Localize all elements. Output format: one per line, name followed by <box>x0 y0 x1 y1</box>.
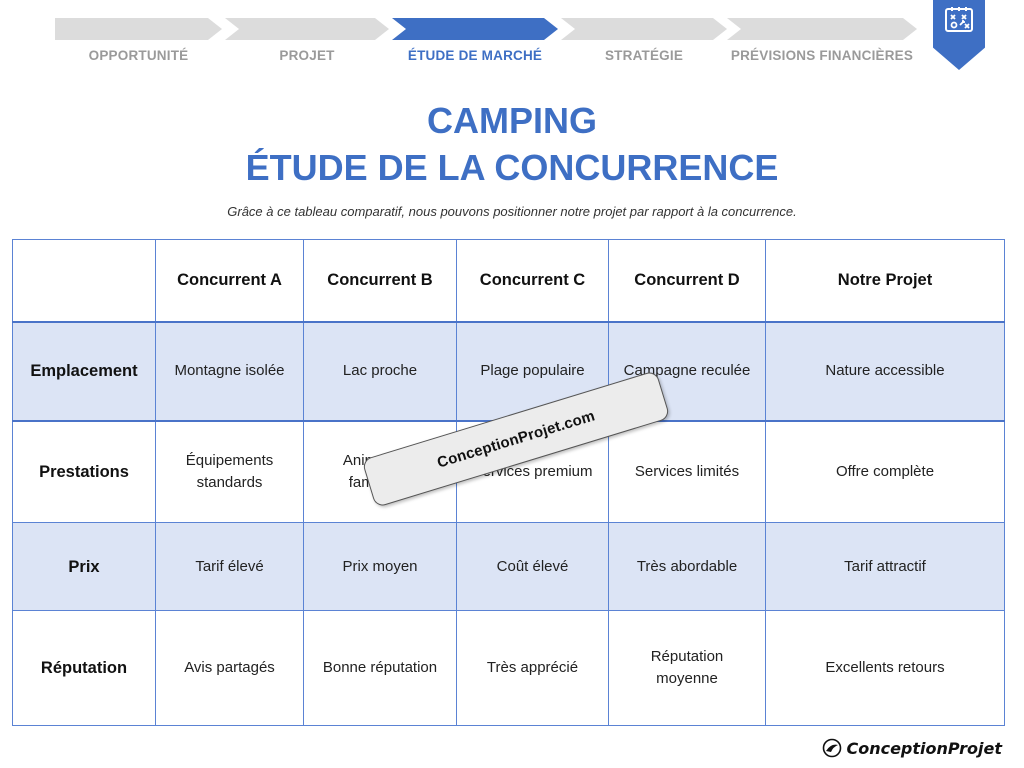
table-row: Prix Tarif élevé Prix moyen Coût élevé T… <box>12 522 1005 611</box>
table-cell: Réputation moyenne <box>608 610 766 726</box>
table-cell: Excellents retours <box>765 610 1005 726</box>
footer-logo-text: ConceptionProjet <box>846 738 1002 758</box>
header-cell-empty <box>12 239 156 322</box>
table-cell: Prix moyen <box>303 522 457 611</box>
table-cell: Très apprécié <box>456 610 609 726</box>
step-strategie[interactable]: STRATÉGIE <box>561 18 727 70</box>
table-cell: Lac proche <box>303 320 457 422</box>
section-ribbon <box>933 0 985 70</box>
page-title: CAMPING <box>427 100 597 141</box>
table-header-row: Concurrent A Concurrent B Concurrent C C… <box>12 239 1005 322</box>
table-row: Réputation Avis partagés Bonne réputatio… <box>12 610 1005 726</box>
step-projet[interactable]: PROJET <box>225 18 389 70</box>
step-previsions-financieres[interactable]: PRÉVISIONS FINANCIÈRES <box>727 18 917 70</box>
step-arrow <box>225 18 389 40</box>
step-arrow <box>727 18 917 40</box>
table-cell: Très abordable <box>608 522 766 611</box>
competition-table: Concurrent A Concurrent B Concurrent C C… <box>12 239 1005 726</box>
row-label: Emplacement <box>12 320 156 422</box>
table-cell: Avis partagés <box>155 610 304 726</box>
progress-steps: OPPORTUNITÉ PROJET ÉTUDE DE MARCHÉ STRAT… <box>55 18 925 70</box>
strategy-board-icon <box>945 7 973 32</box>
table-cell: Services limités <box>608 420 766 523</box>
page-subtitle-heading: ÉTUDE DE LA CONCURRENCE <box>245 147 779 188</box>
header-cell: Concurrent A <box>155 239 304 322</box>
table-cell: Coût élevé <box>456 522 609 611</box>
step-arrow <box>392 18 558 40</box>
step-opportunite[interactable]: OPPORTUNITÉ <box>55 18 222 70</box>
row-label: Prestations <box>12 420 156 523</box>
table-cell: Montagne isolée <box>155 320 304 422</box>
table-cell: Offre complète <box>765 420 1005 523</box>
tent-logo-icon <box>823 738 842 758</box>
table-cell: Tarif attractif <box>765 522 1005 611</box>
step-label: PROJET <box>279 48 335 63</box>
table-cell: Équipements standards <box>155 420 304 523</box>
step-label: STRATÉGIE <box>604 48 684 63</box>
header-cell: Concurrent C <box>456 239 609 322</box>
page-description: Grâce à ce tableau comparatif, nous pouv… <box>227 204 797 219</box>
row-label: Réputation <box>12 610 156 726</box>
header-cell: Notre Projet <box>765 239 1005 322</box>
step-label: ÉTUDE DE MARCHÉ <box>407 48 543 63</box>
table-cell: Plage populaire <box>456 320 609 422</box>
step-etude-de-marche[interactable]: ÉTUDE DE MARCHÉ <box>392 18 558 70</box>
header-cell: Concurrent B <box>303 239 457 322</box>
footer-logo: ConceptionProjet <box>822 736 1002 760</box>
step-arrow <box>55 18 222 40</box>
step-label: PRÉVISIONS FINANCIÈRES <box>730 48 914 63</box>
row-label: Prix <box>12 522 156 611</box>
table-row: Emplacement Montagne isolée Lac proche P… <box>12 320 1005 422</box>
step-label: OPPORTUNITÉ <box>88 48 189 63</box>
table-cell: Tarif élevé <box>155 522 304 611</box>
table-cell: Bonne réputation <box>303 610 457 726</box>
table-cell: Nature accessible <box>765 320 1005 422</box>
header-cell: Concurrent D <box>608 239 766 322</box>
step-arrow <box>561 18 727 40</box>
